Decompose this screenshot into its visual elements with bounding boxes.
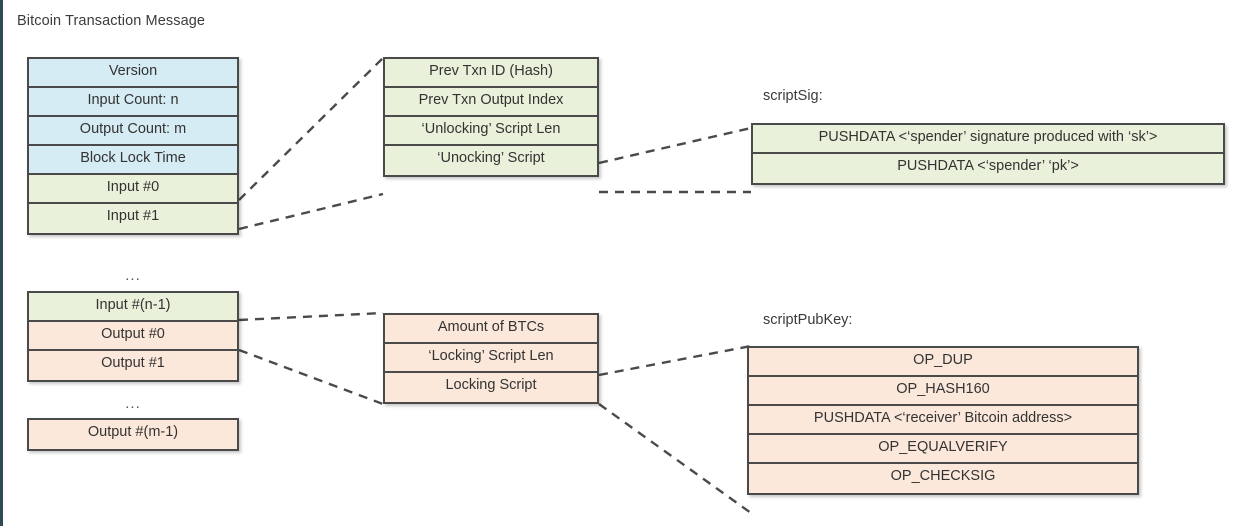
- txn-row-output-0: Output #0: [29, 322, 237, 351]
- txn-ellipsis-inputs: ...: [125, 267, 141, 284]
- page-title: Bitcoin Transaction Message: [17, 13, 206, 29]
- input-row-prev-txn-out-index: Prev Txn Output Index: [385, 88, 597, 117]
- output-detail-block: Amount of BTCs ‘Locking’ Script Len Lock…: [383, 313, 599, 404]
- txn-ellipsis-outputs: ...: [125, 395, 141, 412]
- scriptpubkey-row-op-hash160: OP_HASH160: [749, 377, 1137, 406]
- txn-row-input-n-1: Input #(n-1): [29, 293, 237, 322]
- txn-row-output-m-1: Output #(m-1): [29, 420, 237, 449]
- input-detail-block: Prev Txn ID (Hash) Prev Txn Output Index…: [383, 57, 599, 177]
- input-row-unlocking-script-len: ‘Unlocking’ Script Len: [385, 117, 597, 146]
- txn-message-last-block: Output #(m-1): [27, 418, 239, 451]
- output-row-amount: Amount of BTCs: [385, 315, 597, 344]
- scriptpubkey-row-op-checksig: OP_CHECKSIG: [749, 464, 1137, 493]
- txn-row-input-count: Input Count: n: [29, 88, 237, 117]
- scriptsig-row-pushdata-pubkey: PUSHDATA <‘spender’ ‘pk’>: [753, 154, 1223, 183]
- connector-lockscript-to-scriptpubkey: [598, 403, 752, 514]
- scriptpubkey-row-op-equalverify: OP_EQUALVERIFY: [749, 435, 1137, 464]
- txn-row-block-lock-time: Block Lock Time: [29, 146, 237, 175]
- scriptsig-row-pushdata-signature: PUSHDATA <‘spender’ signature produced w…: [753, 125, 1223, 154]
- connector-output0-to-outdetail-top: [238, 311, 384, 322]
- connector-output1-to-outdetail-bottom: [238, 348, 384, 406]
- txn-row-output-count: Output Count: m: [29, 117, 237, 146]
- txn-message-middle-block: Input #(n-1) Output #0 Output #1: [27, 291, 239, 382]
- txn-row-version: Version: [29, 59, 237, 88]
- scriptpubkey-row-op-dup: OP_DUP: [749, 348, 1137, 377]
- script-pub-key-block: OP_DUP OP_HASH160 PUSHDATA <‘receiver’ B…: [747, 346, 1139, 495]
- connector-input0-to-detail-top: [238, 57, 384, 201]
- txn-row-output-1: Output #1: [29, 351, 237, 380]
- connector-input0-to-detail-bottom: [238, 192, 384, 231]
- script-sig-block: PUSHDATA <‘spender’ signature produced w…: [751, 123, 1225, 185]
- output-row-locking-script: Locking Script: [385, 373, 597, 402]
- txn-row-input-1: Input #1: [29, 204, 237, 233]
- input-row-unlocking-script: ‘Unocking’ Script: [385, 146, 597, 175]
- script-sig-caption: scriptSig:: [763, 88, 823, 104]
- script-pub-key-caption: scriptPubKey:: [763, 312, 853, 328]
- txn-row-input-0: Input #0: [29, 175, 237, 204]
- txn-message-header-block: Version Input Count: n Output Count: m B…: [27, 57, 239, 235]
- scriptpubkey-row-pushdata-addr: PUSHDATA <‘receiver’ Bitcoin address>: [749, 406, 1137, 435]
- input-row-prev-txn-id: Prev Txn ID (Hash): [385, 59, 597, 88]
- output-row-locking-script-len: ‘Locking’ Script Len: [385, 344, 597, 373]
- connector-lockscriptlen-to-scriptpubkey: [598, 344, 752, 377]
- connector-unlockscriptlen-to-scriptsig: [598, 126, 752, 165]
